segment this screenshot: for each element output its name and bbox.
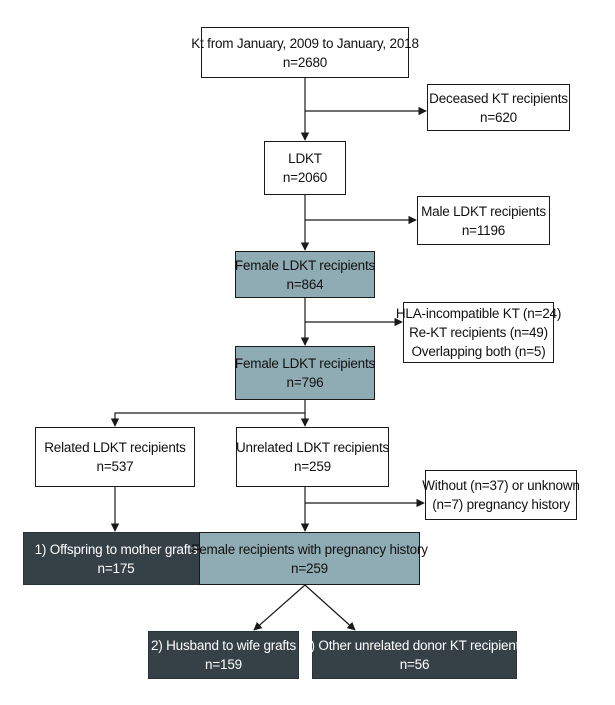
without-line1: Without (n=37) or unknown [422, 478, 580, 493]
husband-title: 2) Husband to wife grafts [150, 638, 297, 653]
offspring-count: n=175 [97, 560, 135, 576]
without-line2: (n=7) pregnancy history [432, 497, 570, 512]
unrelated-count: n=259 [294, 459, 331, 474]
female1-count: n=864 [286, 276, 324, 292]
female2-count: n=796 [286, 375, 324, 390]
box-male: Male LDKT recipients n=1196 [417, 196, 550, 245]
female2-title: Female LDKT recipients [234, 356, 376, 371]
husband-count: n=159 [205, 657, 242, 672]
box-female-796: Female LDKT recipients n=796 [235, 346, 375, 400]
box-related: Related LDKT recipients n=537 [35, 427, 195, 487]
box-ldkt: LDKT n=2060 [264, 141, 346, 195]
offspring-title: 1) Offspring to mother grafts [34, 541, 198, 557]
box-female-864: Female LDKT recipients n=864 [235, 251, 375, 298]
pregnancy-title: Female recipients with pregnancy history [191, 541, 428, 557]
box-offspring: 1) Offspring to mother grafts n=175 [23, 532, 209, 585]
start-title: Kt from January, 2009 to January, 2018 [191, 35, 419, 51]
other-count: n=56 [399, 657, 430, 672]
ldkt-count: n=2060 [282, 170, 328, 185]
box-deceased: Deceased KT recipients n=620 [427, 84, 570, 131]
related-count: n=537 [96, 459, 134, 474]
deceased-count: n=620 [480, 109, 517, 125]
box-husband-to-wife: 2) Husband to wife grafts n=159 [148, 631, 299, 679]
female1-title: Female LDKT recipients [234, 257, 376, 273]
pregnancy-count: n=259 [291, 560, 328, 576]
arrow-to-other [304, 584, 356, 631]
box-unrelated: Unrelated LDKT recipients n=259 [236, 427, 389, 487]
box-pregnancy-history: Female recipients with pregnancy history… [191, 532, 428, 585]
excluded-line1: HLA-incompatible KT (n=24) [395, 306, 562, 321]
male-title: Male LDKT recipients [421, 203, 546, 219]
deceased-title: Deceased KT recipients [429, 90, 568, 106]
ldkt-title: LDKT [288, 151, 322, 166]
unrelated-title: Unrelated LDKT recipients [235, 440, 390, 455]
start-count: n=2680 [282, 54, 328, 70]
male-count: n=1196 [461, 222, 506, 238]
arrow-to-related [110, 412, 305, 427]
arrow-to-husband [253, 584, 306, 631]
related-title: Related LDKT recipients [44, 440, 186, 455]
box-other-unrelated: 3) Other unrelated donor KT recipients n… [303, 631, 526, 679]
box-excluded: HLA-incompatible KT (n=24) Re-KT recipie… [396, 302, 561, 363]
excluded-line3: Overlapping both (n=5) [411, 344, 546, 359]
excluded-line2: Re-KT recipients (n=49) [409, 325, 548, 340]
box-start: Kt from January, 2009 to January, 2018 n… [191, 27, 419, 78]
box-without-pregnancy: Without (n=37) or unknown (n=7) pregnanc… [422, 470, 580, 520]
other-title: 3) Other unrelated donor KT recipients [303, 638, 526, 653]
